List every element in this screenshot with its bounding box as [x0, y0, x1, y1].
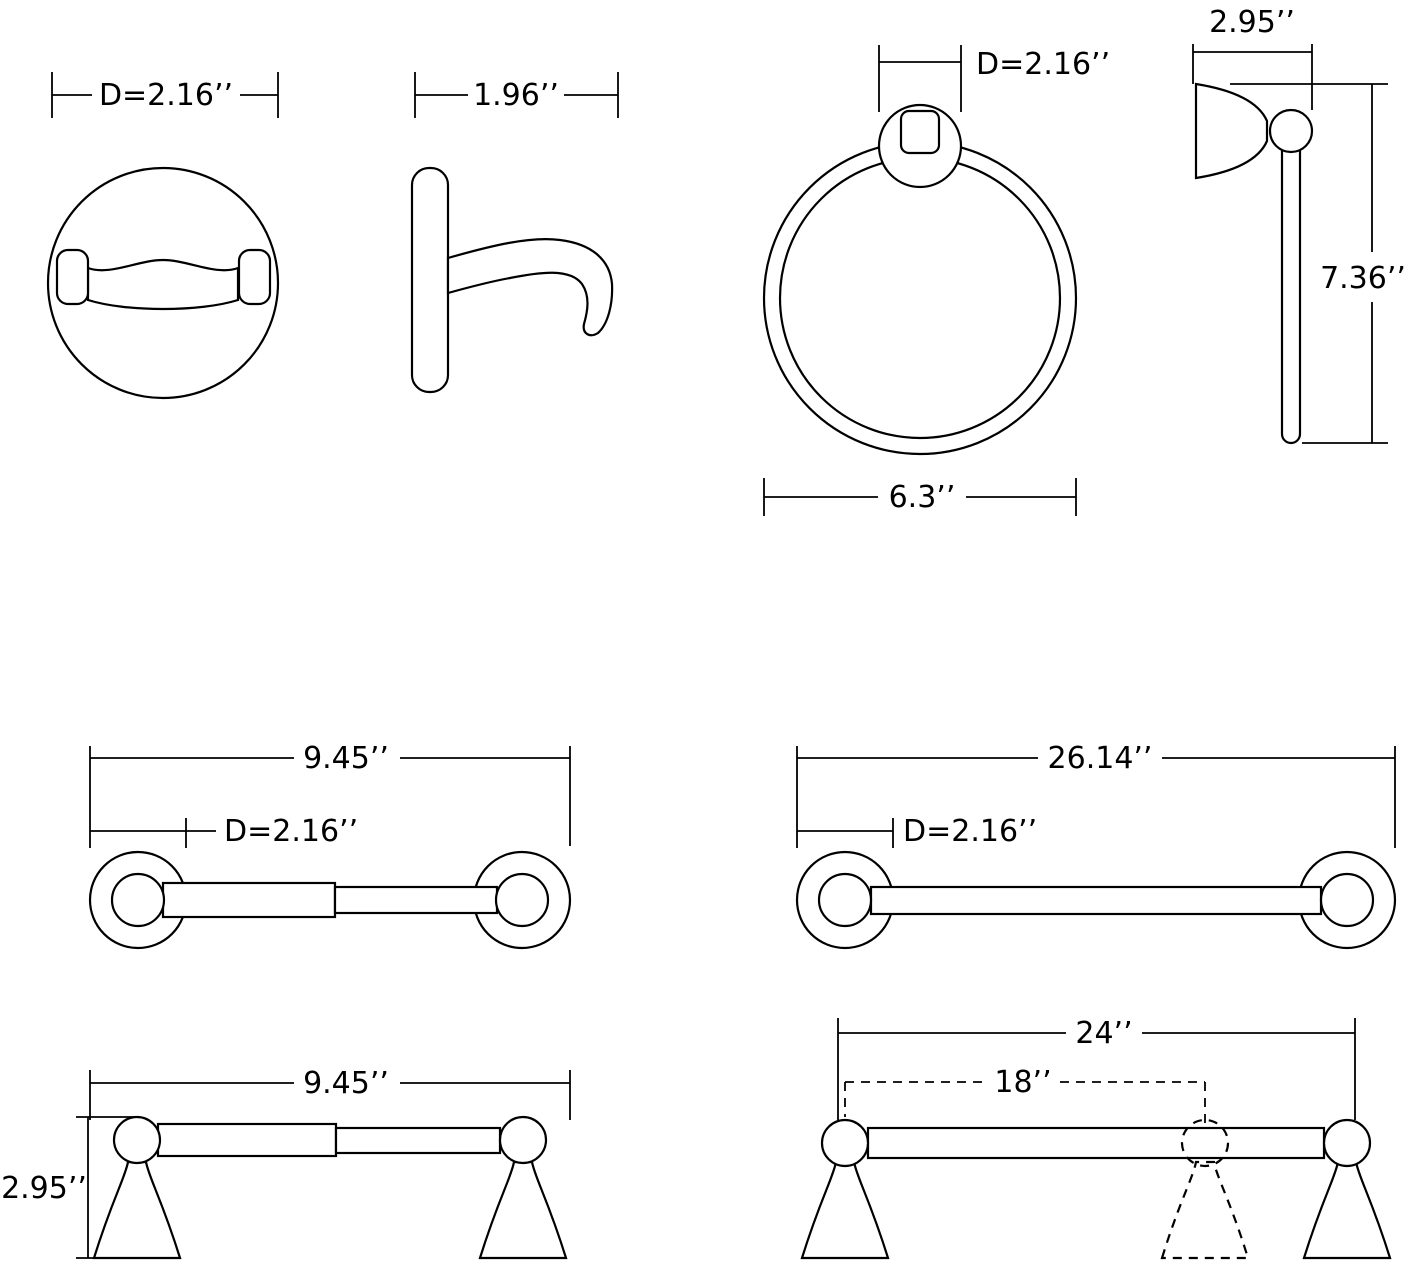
towel-bar-24-left-post-ball	[820, 1118, 870, 1168]
towel-ring-diameter-label: 6.3’’	[889, 480, 956, 515]
paper-holder-width-dimension	[89, 746, 571, 848]
towel-ring-projection-label: 2.95’’	[1209, 5, 1295, 40]
towel-bar-24-spacing-dimension	[844, 1081, 1206, 1135]
paper-holder-left-hub	[110, 872, 166, 928]
paper-holder-left-post-ball	[112, 1115, 162, 1165]
towel-bar-24-view: 24’’ 18’’	[800, 1016, 1392, 1260]
towel-ring-edge-bar	[1280, 133, 1302, 445]
robe-hook-front-diameter-label: D=2.16’’	[99, 78, 233, 113]
robe-hook-front-diameter-dimension	[51, 72, 279, 118]
towel-ring-knob	[899, 109, 941, 155]
paper-holder-flange-dimension	[90, 818, 216, 848]
paper-holder-posts-width-label: 9.45’’	[303, 1066, 389, 1101]
towel-bar-long-width-dimension	[796, 746, 1396, 848]
paper-holder-posts-view: 9.45’’ 2.95’’	[1, 1066, 571, 1260]
towel-bar-long-flange-label: D=2.16’’	[903, 814, 1037, 849]
towel-ring-mount-side	[1194, 82, 1269, 180]
towel-ring-mount-diameter-dimension	[878, 45, 962, 112]
robe-hook-side-depth-dimension	[414, 72, 619, 118]
towel-ring-height-label: 7.36’’	[1320, 261, 1406, 296]
robe-hook-right-prong	[237, 248, 272, 306]
towel-bar-24-spacing-label: 18’’	[994, 1065, 1051, 1100]
towel-ring-ball-joint	[1268, 108, 1314, 154]
paper-holder-roller-thin	[333, 885, 499, 915]
robe-hook-side-depth-label: 1.96’’	[473, 78, 559, 113]
robe-hook-side-view: 1.96’’	[410, 72, 619, 394]
towel-bar-long-view: 26.14’’ D=2.16’’	[795, 741, 1397, 950]
robe-hook-front-view: D=2.16’’	[46, 72, 280, 400]
robe-hook-wall-plate	[410, 166, 450, 394]
paper-holder-right-post-ball	[498, 1115, 548, 1165]
paper-holder-right-hub	[494, 872, 550, 928]
paper-holder-right-post-base	[478, 1160, 568, 1260]
towel-ring-height-dimension	[1230, 83, 1388, 444]
towel-bar-24-right-post-base	[1302, 1160, 1392, 1260]
robe-hook-left-prong	[55, 248, 90, 306]
towel-bar-24-width-dimension	[837, 1018, 1356, 1120]
towel-ring-projection-dimension	[1192, 44, 1313, 110]
towel-ring-diameter-dimension	[763, 478, 1077, 516]
paper-holder-flange-label: D=2.16’’	[224, 814, 358, 849]
towel-bar-long-right-hub	[1319, 872, 1375, 928]
towel-bar-long-width-label: 26.14’’	[1048, 741, 1153, 776]
paper-holder-width-label: 9.45’’	[303, 741, 389, 776]
towel-bar-long-left-hub	[817, 872, 873, 928]
paper-holder-roller-thick	[161, 881, 337, 919]
towel-bar-24-center-post-ghost	[1160, 1118, 1250, 1260]
paper-holder-posts-width-dimension	[89, 1070, 571, 1120]
towel-ring-mount-diameter-label: D=2.16’’	[976, 47, 1110, 82]
robe-hook-arm-side	[446, 238, 614, 337]
paper-holder-posts-height-label: 2.95’’	[1, 1171, 87, 1206]
towel-bar-24-left-post-base	[800, 1160, 890, 1260]
paper-holder-view: 9.45’’ D=2.16’’	[88, 741, 572, 950]
towel-bar-long-flange-dimension	[797, 818, 894, 848]
towel-bar-24-right-post-ball	[1322, 1118, 1372, 1168]
robe-hook-body-front	[86, 258, 240, 311]
paper-holder-posts-roller-thin	[334, 1126, 502, 1155]
towel-bar-24-rod	[866, 1126, 1326, 1160]
towel-ring-inner	[778, 156, 1062, 440]
towel-bar-24-width-label: 24’’	[1075, 1016, 1132, 1051]
towel-ring-side-view: 2.95’’ 7.36’’	[1192, 5, 1406, 445]
paper-holder-left-post-base	[92, 1160, 182, 1260]
towel-ring-front-view: D=2.16’’ 6.3’’	[762, 45, 1110, 516]
towel-bar-long-rod	[869, 885, 1323, 916]
paper-holder-posts-roller-thick	[156, 1122, 338, 1158]
